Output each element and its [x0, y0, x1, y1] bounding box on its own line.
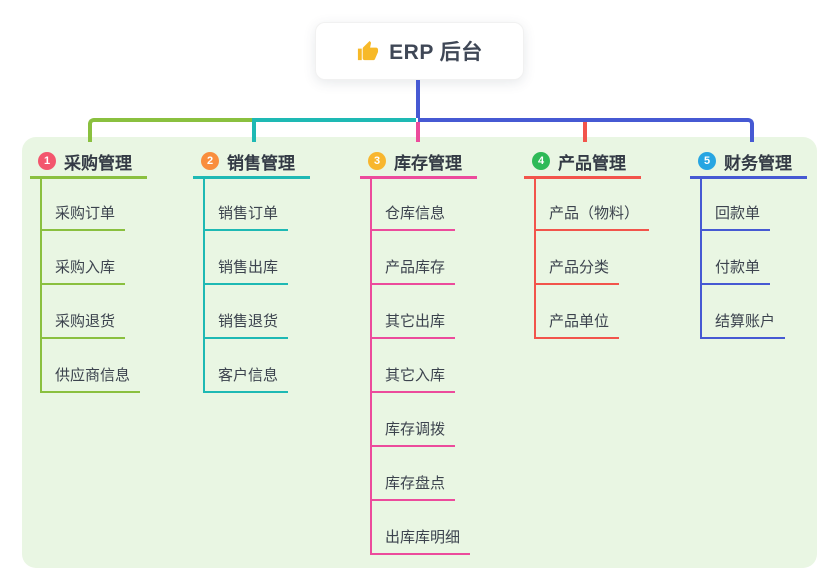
branch-connector-line-4	[534, 179, 536, 339]
branch-drop-3	[416, 122, 420, 142]
child-node[interactable]: 结算账户	[700, 304, 786, 339]
child-node[interactable]: 供应商信息	[40, 358, 141, 393]
child-label[interactable]: 供应商信息	[55, 367, 131, 384]
child-label[interactable]: 产品库存	[385, 259, 446, 276]
child-label[interactable]: 客户信息	[218, 367, 279, 384]
branch-title-label[interactable]: 库存管理	[394, 153, 462, 173]
branch-badge-1: 1	[38, 152, 56, 170]
child-label[interactable]: 其它入库	[385, 367, 446, 384]
branch-badge-4: 4	[532, 152, 550, 170]
child-node[interactable]: 库存盘点	[370, 466, 456, 501]
child-label[interactable]: 采购退货	[55, 313, 116, 330]
branch-title-5[interactable]: 5 财务管理	[698, 146, 792, 176]
child-node[interactable]: 采购退货	[40, 304, 126, 339]
child-node[interactable]: 产品（物料）	[534, 196, 650, 231]
branch-underline-1	[30, 176, 147, 179]
child-node[interactable]: 采购入库	[40, 250, 126, 285]
branch-title-label[interactable]: 产品管理	[558, 153, 626, 173]
child-label[interactable]: 回款单	[715, 205, 761, 222]
branch-badge-2: 2	[201, 152, 219, 170]
branch-underline-2	[193, 176, 310, 179]
child-node[interactable]: 产品库存	[370, 250, 456, 285]
child-label[interactable]: 产品（物料）	[549, 205, 640, 222]
branch-title-2[interactable]: 2 销售管理	[201, 146, 295, 176]
child-node[interactable]: 产品单位	[534, 304, 620, 339]
child-label[interactable]: 其它出库	[385, 313, 446, 330]
branch-connector-line-2	[203, 179, 205, 393]
child-node[interactable]: 销售退货	[203, 304, 289, 339]
child-label[interactable]: 结算账户	[715, 313, 776, 330]
branch-title-label[interactable]: 财务管理	[724, 153, 792, 173]
child-label[interactable]: 产品单位	[549, 313, 610, 330]
connector-branch-5	[418, 118, 754, 142]
mindmap-panel	[22, 137, 817, 568]
child-label[interactable]: 采购入库	[55, 259, 116, 276]
child-label[interactable]: 出库库明细	[385, 529, 461, 546]
root-node[interactable]: ERP 后台	[315, 22, 524, 80]
child-node[interactable]: 其它出库	[370, 304, 456, 339]
branch-title-1[interactable]: 1 采购管理	[38, 146, 132, 176]
child-node[interactable]: 产品分类	[534, 250, 620, 285]
branch-connector-line-5	[700, 179, 702, 339]
child-node[interactable]: 销售订单	[203, 196, 289, 231]
child-label[interactable]: 仓库信息	[385, 205, 446, 222]
branch-connector-line-1	[40, 179, 42, 393]
branch-title-label[interactable]: 销售管理	[227, 153, 295, 173]
branch-title-3[interactable]: 3 库存管理	[368, 146, 462, 176]
child-label[interactable]: 付款单	[715, 259, 761, 276]
root-label[interactable]: ERP 后台	[389, 41, 483, 64]
child-node[interactable]: 出库库明细	[370, 520, 471, 555]
branch-connector-line-3	[370, 179, 372, 555]
child-node[interactable]: 销售出库	[203, 250, 289, 285]
child-label[interactable]: 销售订单	[218, 205, 279, 222]
child-label[interactable]: 采购订单	[55, 205, 116, 222]
child-label[interactable]: 销售出库	[218, 259, 279, 276]
child-node[interactable]: 付款单	[700, 250, 771, 285]
child-label[interactable]: 产品分类	[549, 259, 610, 276]
branch-drop-4	[583, 122, 587, 142]
branch-underline-5	[690, 176, 807, 179]
child-label[interactable]: 库存盘点	[385, 475, 446, 492]
child-label[interactable]: 库存调拨	[385, 421, 446, 438]
connector-branch-1	[88, 118, 252, 142]
child-label[interactable]: 销售退货	[218, 313, 279, 330]
child-node[interactable]: 仓库信息	[370, 196, 456, 231]
child-node[interactable]: 回款单	[700, 196, 771, 231]
branch-underline-4	[524, 176, 641, 179]
branch-title-4[interactable]: 4 产品管理	[532, 146, 626, 176]
branch-badge-5: 5	[698, 152, 716, 170]
child-node[interactable]: 客户信息	[203, 358, 289, 393]
root-connector-line	[416, 80, 420, 118]
thumbs-up-icon	[356, 40, 379, 63]
branch-underline-3	[360, 176, 477, 179]
child-node[interactable]: 其它入库	[370, 358, 456, 393]
branch-badge-3: 3	[368, 152, 386, 170]
connector-branch-2	[252, 118, 416, 142]
child-node[interactable]: 采购订单	[40, 196, 126, 231]
child-node[interactable]: 库存调拨	[370, 412, 456, 447]
branch-title-label[interactable]: 采购管理	[64, 153, 132, 173]
